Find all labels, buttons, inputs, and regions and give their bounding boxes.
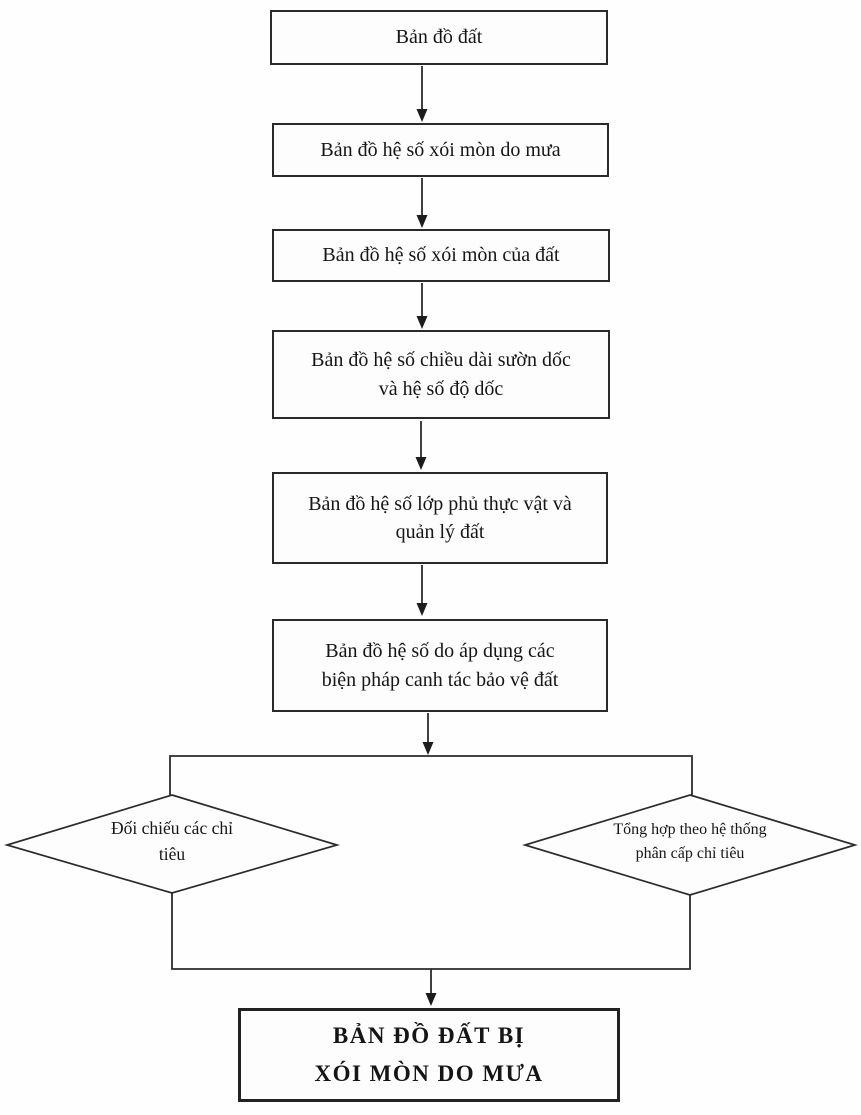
decision-compare-criteria-label: Đối chiếu các chỉ tiêu [52, 815, 292, 868]
node-slope-length-map-line2: và hệ số độ dốc [378, 377, 504, 400]
arrowhead-7 [425, 993, 437, 1006]
node-soil-map-label: Bản đồ đất [395, 26, 483, 49]
node-erosion-map-result-line2: XÓI MÒN DO MƯA [314, 1061, 544, 1086]
node-slope-length-map: Bản đồ hệ số chiều dài sườn dốc và hệ số… [272, 330, 610, 419]
decision-compare-criteria-line1: Đối chiếu các chỉ [111, 818, 233, 838]
node-rain-erosivity-map: Bản đồ hệ số xói mòn do mưa [272, 123, 609, 177]
node-cover-management-map-line2: quản lý đất [395, 521, 485, 543]
node-practice-map: Bản đồ hệ số do áp dụng các biện pháp ca… [272, 619, 608, 712]
arrowhead-5 [416, 603, 428, 616]
decision-shape-compare-criteria [4, 794, 340, 894]
arrowhead-1 [416, 109, 428, 122]
node-erosion-map-result-line1: BẢN ĐỒ ĐẤT BỊ [332, 1023, 526, 1049]
node-soil-map: Bản đồ đất [270, 10, 608, 65]
node-soil-erodibility-map: Bản đồ hệ số xói mòn của đất [272, 229, 610, 282]
arrowhead-4 [415, 457, 427, 470]
decision-shape-synthesize-criteria [522, 794, 858, 896]
node-practice-map-line2: biện pháp canh tác bảo vệ đất [321, 668, 559, 691]
merge-connector [171, 893, 691, 970]
decision-synthesize-criteria-line1: Tổng hợp theo hệ thống [613, 821, 767, 838]
decision-compare-criteria-line2: tiêu [158, 844, 186, 865]
arrowhead-2 [416, 215, 428, 228]
node-soil-erodibility-map-label: Bản đồ hệ số xói mòn của đất [322, 244, 560, 267]
arrowhead-6 [422, 742, 434, 755]
decision-synthesize-criteria-line2: phân cấp chỉ tiêu [635, 845, 745, 862]
arrowhead-3 [416, 316, 428, 329]
node-slope-length-map-line1: Bản đồ hệ số chiều dài sườn dốc [311, 349, 571, 372]
decision-synthesize-criteria-label: Tổng hợp theo hệ thống phân cấp chỉ tiêu [560, 818, 820, 866]
node-erosion-map-result: BẢN ĐỒ ĐẤT BỊ XÓI MÒN DO MƯA [238, 1008, 620, 1102]
node-cover-management-map: Bản đồ hệ số lớp phủ thực vật và quản lý… [272, 472, 608, 564]
node-practice-map-line1: Bản đồ hệ số do áp dụng các [325, 640, 555, 663]
node-cover-management-map-line1: Bản đồ hệ số lớp phủ thực vật và [308, 492, 572, 515]
split-connector [169, 755, 693, 795]
node-rain-erosivity-map-label: Bản đồ hệ số xói mòn do mưa [320, 138, 561, 161]
